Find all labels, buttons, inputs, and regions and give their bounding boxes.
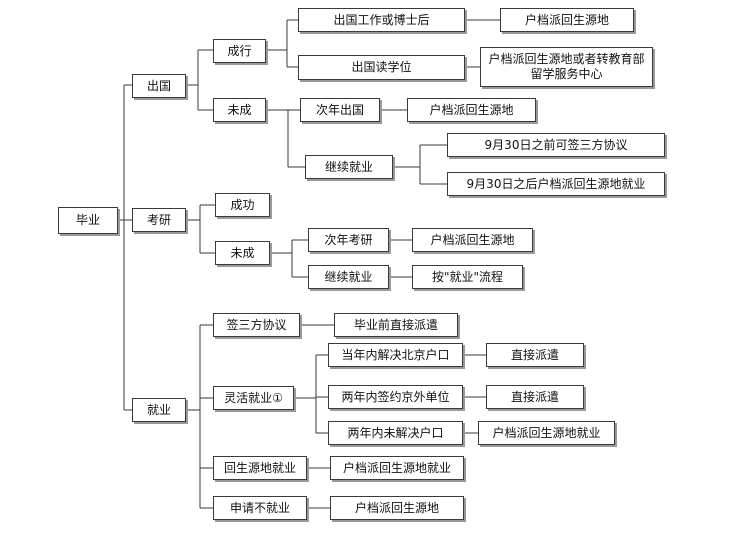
node-abroad-success-label: 成行 bbox=[227, 43, 252, 58]
node-exam-success-label: 成功 bbox=[230, 197, 255, 212]
node-tripartite-result-label: 毕业前直接派遣 bbox=[353, 317, 438, 332]
node-abroad-failed-label: 未成 bbox=[227, 102, 252, 117]
node-employment: 就业 bbox=[132, 398, 186, 422]
node-outside-unit-result: 直接派遣 bbox=[486, 385, 584, 409]
node-study-abroad-label: 出国读学位 bbox=[351, 60, 412, 74]
node-hometown-job: 回生源地就业 bbox=[213, 456, 307, 480]
node-unresolved-hukou-result-label: 户档派回生源地就业 bbox=[492, 425, 601, 440]
node-abroad-success: 成行 bbox=[213, 39, 266, 63]
node-study-abroad-result: 户档派回生源地或者转教育部 留学服务中心 bbox=[480, 47, 653, 87]
node-exam-failed-label: 未成 bbox=[230, 245, 255, 260]
node-graduation-label: 毕业 bbox=[75, 213, 100, 227]
node-not-employed: 申请不就业 bbox=[213, 496, 307, 520]
node-not-employed-label: 申请不就业 bbox=[229, 500, 290, 515]
node-hometown-job-result: 户档派回生源地就业 bbox=[330, 456, 464, 480]
node-abroad-next-year-result-label: 户档派回生源地 bbox=[429, 102, 514, 117]
node-exam-next-year-label: 次年考研 bbox=[324, 232, 373, 247]
node-flexible-label: 灵活就业① bbox=[224, 390, 283, 405]
node-graduation: 毕业 bbox=[58, 207, 118, 234]
node-abroad-label: 出国 bbox=[146, 78, 171, 93]
node-outside-unit-result-label: 直接派遣 bbox=[510, 389, 559, 404]
node-work-postdoc: 出国工作或博士后 bbox=[298, 8, 465, 32]
node-abroad-next-year-result: 户档派回生源地 bbox=[407, 98, 536, 122]
node-work-postdoc-label: 出国工作或博士后 bbox=[333, 12, 430, 27]
node-tripartite: 签三方协议 bbox=[213, 313, 300, 337]
node-exam-continue-job-result-label: 按"就业"流程 bbox=[431, 269, 504, 284]
node-not-employed-result-label: 户档派回生源地 bbox=[354, 500, 439, 515]
node-before-sep30: 9月30日之前可签三方协议 bbox=[447, 133, 665, 157]
node-not-employed-result: 户档派回生源地 bbox=[330, 496, 464, 520]
node-abroad-next-year: 次年出国 bbox=[300, 98, 380, 122]
node-exam-continue-job-result: 按"就业"流程 bbox=[412, 265, 523, 289]
node-exam-success: 成功 bbox=[215, 193, 270, 217]
node-beijing-hukou-label: 当年内解决北京户口 bbox=[341, 347, 450, 362]
node-hometown-job-label: 回生源地就业 bbox=[223, 460, 296, 475]
node-flexible: 灵活就业① bbox=[213, 386, 294, 410]
node-exam-continue-job: 继续就业 bbox=[308, 265, 389, 289]
node-outside-unit: 两年内签约京外单位 bbox=[328, 385, 463, 409]
node-after-sep30-label: 9月30日之后户档派回生源地就业 bbox=[466, 176, 646, 191]
node-postgrad-exam-label: 考研 bbox=[146, 212, 171, 227]
node-abroad-continue-job: 继续就业 bbox=[305, 155, 393, 179]
node-tripartite-label: 签三方协议 bbox=[226, 317, 287, 332]
node-study-abroad: 出国读学位 bbox=[298, 55, 465, 80]
node-beijing-hukou-result-label: 直接派遣 bbox=[510, 347, 559, 362]
node-abroad: 出国 bbox=[132, 74, 186, 98]
node-exam-continue-job-label: 继续就业 bbox=[324, 269, 373, 284]
node-before-sep30-label: 9月30日之前可签三方协议 bbox=[484, 137, 628, 152]
node-abroad-next-year-label: 次年出国 bbox=[315, 102, 364, 117]
node-abroad-continue-job-label: 继续就业 bbox=[324, 159, 373, 174]
node-unresolved-hukou: 两年内未解决户口 bbox=[328, 421, 463, 445]
node-tripartite-result: 毕业前直接派遣 bbox=[334, 313, 458, 337]
node-exam-next-year-result: 户档派回生源地 bbox=[412, 228, 533, 252]
node-exam-next-year: 次年考研 bbox=[308, 228, 389, 252]
node-hometown-job-result-label: 户档派回生源地就业 bbox=[342, 460, 451, 475]
node-study-abroad-result-label: 户档派回生源地或者转教育部 留学服务中心 bbox=[488, 52, 645, 81]
node-employment-label: 就业 bbox=[146, 402, 171, 417]
node-work-postdoc-result-label: 户档派回生源地 bbox=[524, 12, 609, 27]
node-beijing-hukou: 当年内解决北京户口 bbox=[328, 343, 463, 367]
node-abroad-failed: 未成 bbox=[213, 98, 266, 122]
node-exam-failed: 未成 bbox=[215, 241, 270, 265]
node-exam-next-year-result-label: 户档派回生源地 bbox=[430, 232, 515, 247]
node-work-postdoc-result: 户档派回生源地 bbox=[500, 8, 634, 32]
node-unresolved-hukou-label: 两年内未解决户口 bbox=[347, 425, 444, 440]
node-postgrad-exam: 考研 bbox=[132, 208, 186, 232]
node-outside-unit-label: 两年内签约京外单位 bbox=[341, 389, 450, 404]
node-unresolved-hukou-result: 户档派回生源地就业 bbox=[478, 421, 615, 445]
node-beijing-hukou-result: 直接派遣 bbox=[486, 343, 584, 367]
node-after-sep30: 9月30日之后户档派回生源地就业 bbox=[447, 172, 665, 196]
